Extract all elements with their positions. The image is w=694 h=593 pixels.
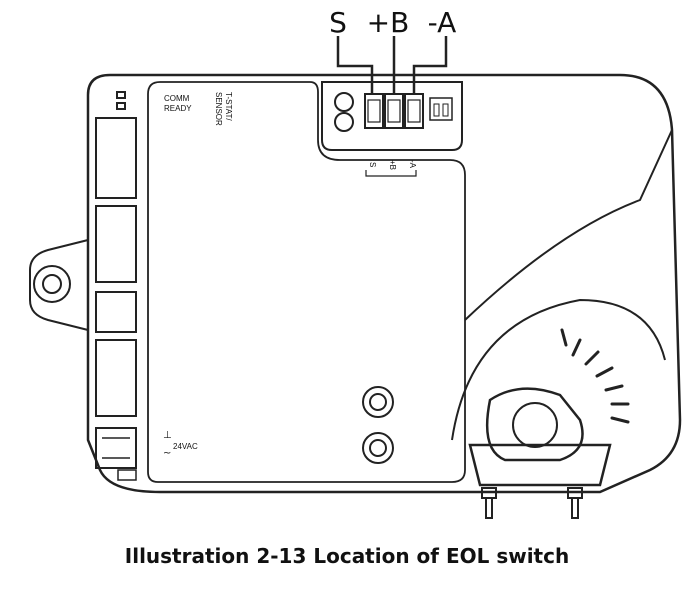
mounting-tab <box>29 239 89 331</box>
top-label-s: S <box>329 6 347 39</box>
housing-outline <box>86 73 682 494</box>
ground-clip <box>117 469 137 481</box>
wire-s <box>336 36 374 94</box>
led-slot <box>116 91 126 99</box>
ground-symbol: ⊥ <box>163 430 172 441</box>
sensor-label: SENSOR <box>214 92 223 126</box>
top-label-plus-b: +B <box>367 6 410 39</box>
block-label-plus-b: +B <box>388 160 397 170</box>
wire-minus-a <box>412 36 448 94</box>
mounting-hole-outer <box>33 265 71 303</box>
block-label-s: S <box>368 162 377 167</box>
actuator-arc <box>451 298 666 441</box>
power-label-24vac: 24VAC <box>173 442 198 451</box>
terminal-block-housing <box>321 81 463 151</box>
led-slot <box>116 102 126 110</box>
mount-hole-lower <box>362 432 394 464</box>
mount-hole-upper <box>362 386 394 418</box>
figure-caption: Illustration 2-13 Location of EOL switch <box>124 544 570 568</box>
status-led-2 <box>334 112 354 132</box>
block-bracket <box>365 170 417 177</box>
shaft-clamp <box>485 387 584 462</box>
dial-scale <box>560 328 630 424</box>
eol-dip-switch <box>429 97 453 121</box>
ready-label: READY <box>164 104 192 113</box>
module-slot-2 <box>95 205 137 283</box>
terminal-s <box>364 93 384 129</box>
mounting-hole-inner <box>42 274 62 294</box>
tilde-symbol: ~ <box>163 448 171 459</box>
tstat-label: T-STAT/ <box>224 92 233 121</box>
top-label-minus-a: -A <box>428 6 457 39</box>
module-slot-3 <box>95 291 137 333</box>
label-panel <box>147 81 466 483</box>
block-label-minus-a: -A <box>408 160 417 169</box>
shaft <box>512 402 558 448</box>
comm-label: COMM <box>164 94 190 103</box>
module-slot-4 <box>95 339 137 417</box>
actuator-housing <box>464 129 673 321</box>
clamp-bolts <box>481 487 583 519</box>
module-slot-1 <box>95 117 137 199</box>
status-led-1 <box>334 92 354 112</box>
power-connector <box>95 427 137 469</box>
clamp-base <box>468 443 612 487</box>
